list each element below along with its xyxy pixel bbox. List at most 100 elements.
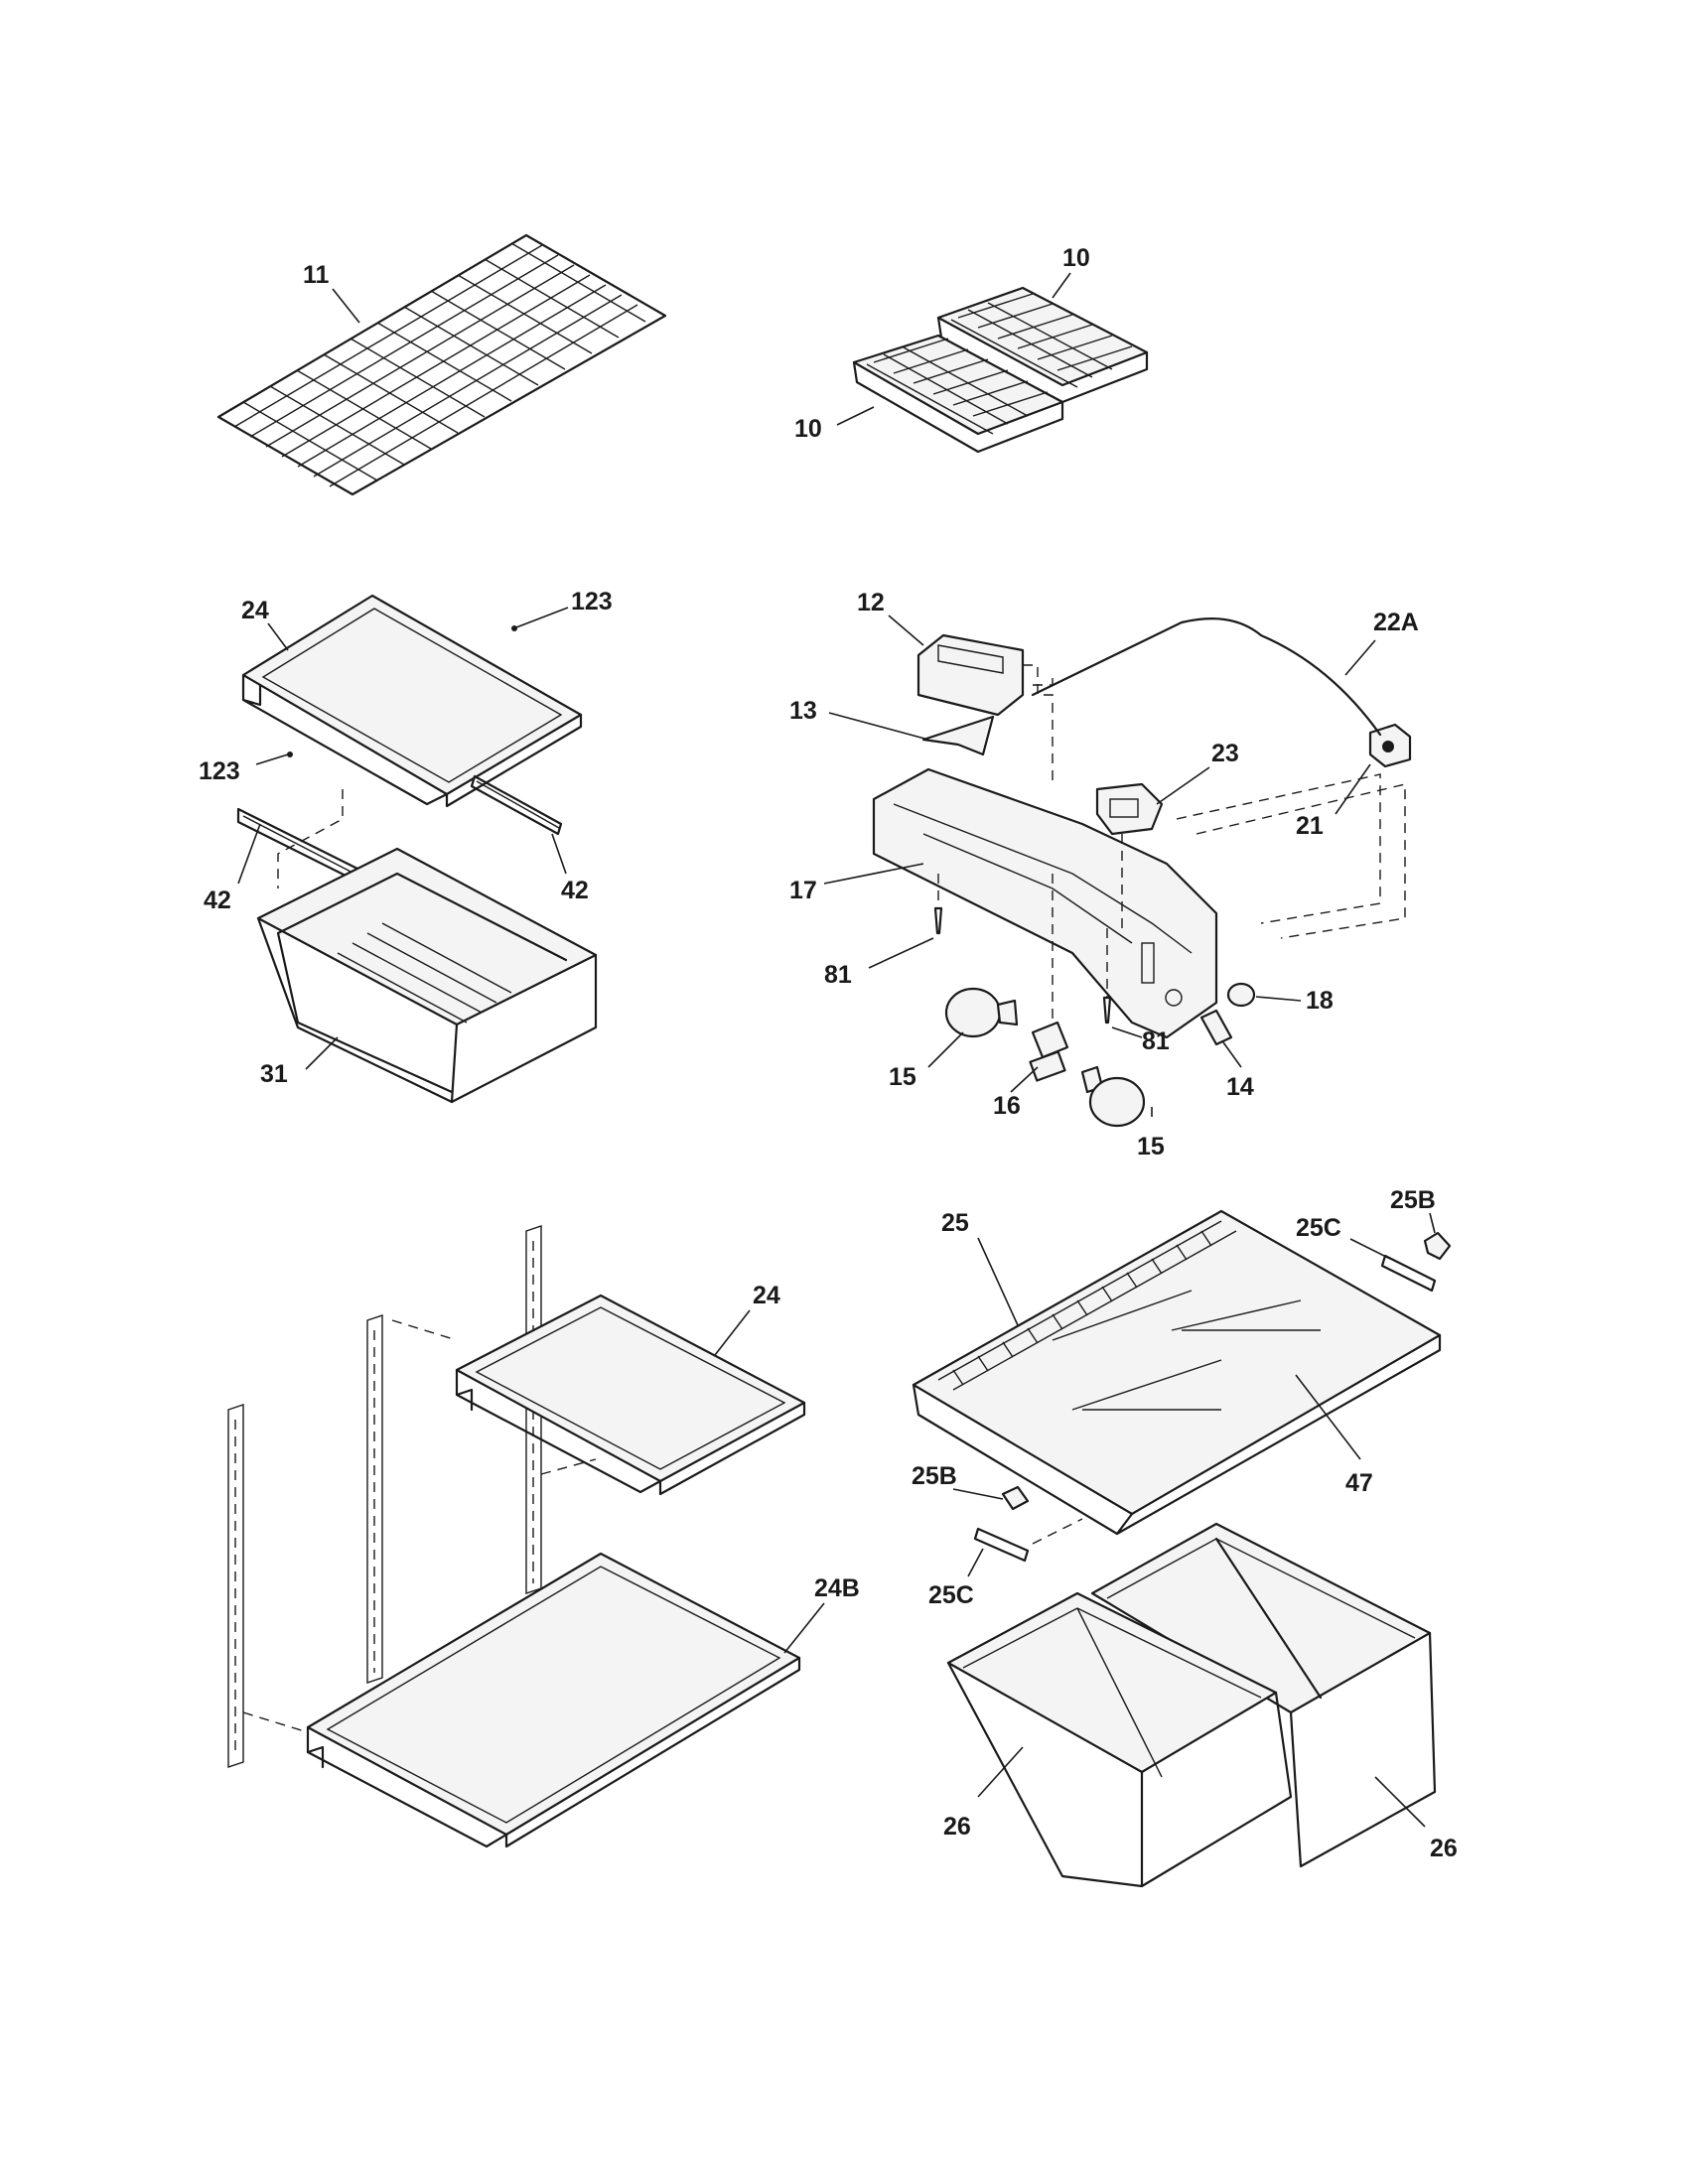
thermostat-wire	[1031, 617, 1382, 737]
screw-housing-left	[933, 874, 943, 935]
assembly-line-bracket	[1032, 1518, 1083, 1545]
bin-cover	[916, 633, 1025, 717]
callout-crisper-right: 26	[1430, 1835, 1458, 1862]
callout-glass-insert: 47	[1345, 1469, 1373, 1497]
glass-shelf-lower	[306, 1552, 801, 1848]
callout-slide-rail-left: 42	[204, 887, 231, 914]
callout-socket: 16	[993, 1092, 1021, 1120]
leader-control-housing	[823, 863, 924, 885]
cover-bracket-bottom-left	[973, 1527, 1030, 1563]
leader-bracket-top-right	[1349, 1238, 1391, 1260]
callout-bulb-left: 15	[889, 1063, 916, 1091]
assembly-line-thermostat-a	[1176, 773, 1381, 924]
leader-screw-left-housing	[868, 937, 934, 969]
ice-tray-lower	[852, 334, 1064, 454]
leader-wire-shelf	[332, 288, 360, 324]
leader-meat-drawer	[305, 1036, 339, 1070]
leader-diffuser	[828, 712, 929, 741]
leader-timer	[1156, 766, 1210, 805]
assembly-line-shelf-upper	[391, 1319, 458, 1341]
leader-crisper-right	[1374, 1776, 1426, 1828]
leader-glass-insert	[1295, 1374, 1361, 1460]
leader-shelf-top-left	[267, 622, 289, 651]
callout-shelf-top-left: 24	[241, 597, 269, 624]
leader-shelf-lower	[783, 1602, 825, 1654]
callout-diffuser: 13	[789, 697, 817, 725]
callout-screw-top: 123	[571, 588, 613, 615]
callout-shelf-lower: 24B	[814, 1574, 860, 1602]
callout-bulb-right: 15	[1137, 1133, 1165, 1160]
leader-screw-right-housing	[1111, 1026, 1143, 1038]
callout-crisper-left: 26	[943, 1813, 971, 1841]
leader-slide-rail-right	[551, 833, 567, 875]
cover-support-top-right	[1423, 1231, 1452, 1261]
light-bulb-left	[944, 987, 1019, 1038]
callout-shelf-upper: 24	[753, 1282, 780, 1309]
leader-thermostat	[1335, 763, 1371, 815]
leader-bulb-left	[927, 1031, 964, 1068]
callout-ice-tray-b: 10	[794, 415, 822, 443]
cover-bracket-top-right	[1380, 1254, 1437, 1293]
leader-support-top-right	[1429, 1212, 1436, 1234]
callout-bin-cover: 12	[857, 589, 885, 616]
light-switch	[1199, 1009, 1233, 1046]
slide-rail-right	[470, 774, 563, 836]
callout-wire-shelf: 11	[303, 261, 330, 289]
crisper-cover	[912, 1209, 1442, 1536]
callout-ice-tray-a: 10	[1062, 244, 1090, 272]
control-housing	[872, 767, 1218, 1039]
callout-switch: 14	[1226, 1073, 1254, 1101]
glass-shelf-upper	[455, 1294, 806, 1496]
callout-control-housing: 17	[789, 877, 817, 904]
diffuser	[921, 715, 995, 756]
shelf-ladder-middle	[366, 1314, 383, 1684]
screw-top	[511, 625, 517, 631]
wire-shelf	[216, 233, 667, 496]
leader-bracket-bottom-left	[967, 1548, 984, 1577]
assembly-line-shelf-ladder	[540, 1458, 597, 1475]
callout-slide-rail-right: 42	[561, 877, 589, 904]
callout-knob: 18	[1306, 987, 1334, 1015]
callout-thermostat: 21	[1296, 812, 1324, 840]
leader-ice-tray-b	[836, 406, 875, 426]
leader-shelf-upper	[714, 1309, 751, 1356]
leader-bin-cover	[888, 614, 924, 646]
cover-support-bottom-left	[1001, 1485, 1030, 1511]
lamp-socket	[1029, 1021, 1069, 1082]
callout-meat-drawer: 31	[260, 1060, 288, 1088]
callout-support-top-right: 25B	[1390, 1186, 1436, 1214]
defrost-timer	[1095, 782, 1164, 836]
leader-ice-tray-a	[1052, 272, 1071, 299]
control-knob	[1226, 982, 1256, 1008]
callout-crisper-cover: 25	[941, 1209, 969, 1237]
shelf-ladder-front	[227, 1404, 244, 1768]
callout-timer: 23	[1211, 740, 1239, 767]
callout-screw-right-housing: 81	[1142, 1027, 1170, 1055]
callout-support-bottom-left: 25B	[912, 1462, 957, 1490]
leader-crisper-cover	[977, 1237, 1019, 1326]
meat-drawer	[256, 847, 598, 1104]
assembly-line-shelf-lower	[242, 1711, 309, 1733]
leader-switch	[1222, 1041, 1242, 1068]
assembly-line-cover	[1023, 664, 1054, 784]
leader-crisper-left	[977, 1746, 1024, 1798]
glass-shelf-top-left	[241, 594, 583, 808]
screw-housing-right	[1102, 928, 1112, 1024]
light-bulb-right	[1080, 1065, 1146, 1128]
assembly-line-wire	[1033, 675, 1054, 686]
callout-thermostat-wire: 22A	[1373, 609, 1419, 636]
leader-socket	[1010, 1066, 1039, 1093]
callout-bracket-top-right: 25C	[1296, 1214, 1341, 1242]
leader-knob	[1255, 996, 1302, 1002]
screw-left	[287, 751, 293, 757]
leader-slide-rail-left	[237, 823, 261, 885]
crisper-pan-left	[946, 1591, 1293, 1888]
leader-screw-left	[255, 753, 289, 765]
assembly-line-thermostat-b	[1196, 783, 1406, 939]
leader-screw-top	[515, 607, 569, 628]
leader-thermostat-wire	[1344, 639, 1376, 676]
leader-support-bottom-left	[952, 1488, 1004, 1500]
callout-screw-left-housing: 81	[824, 961, 852, 989]
callout-screw-left: 123	[199, 757, 240, 785]
